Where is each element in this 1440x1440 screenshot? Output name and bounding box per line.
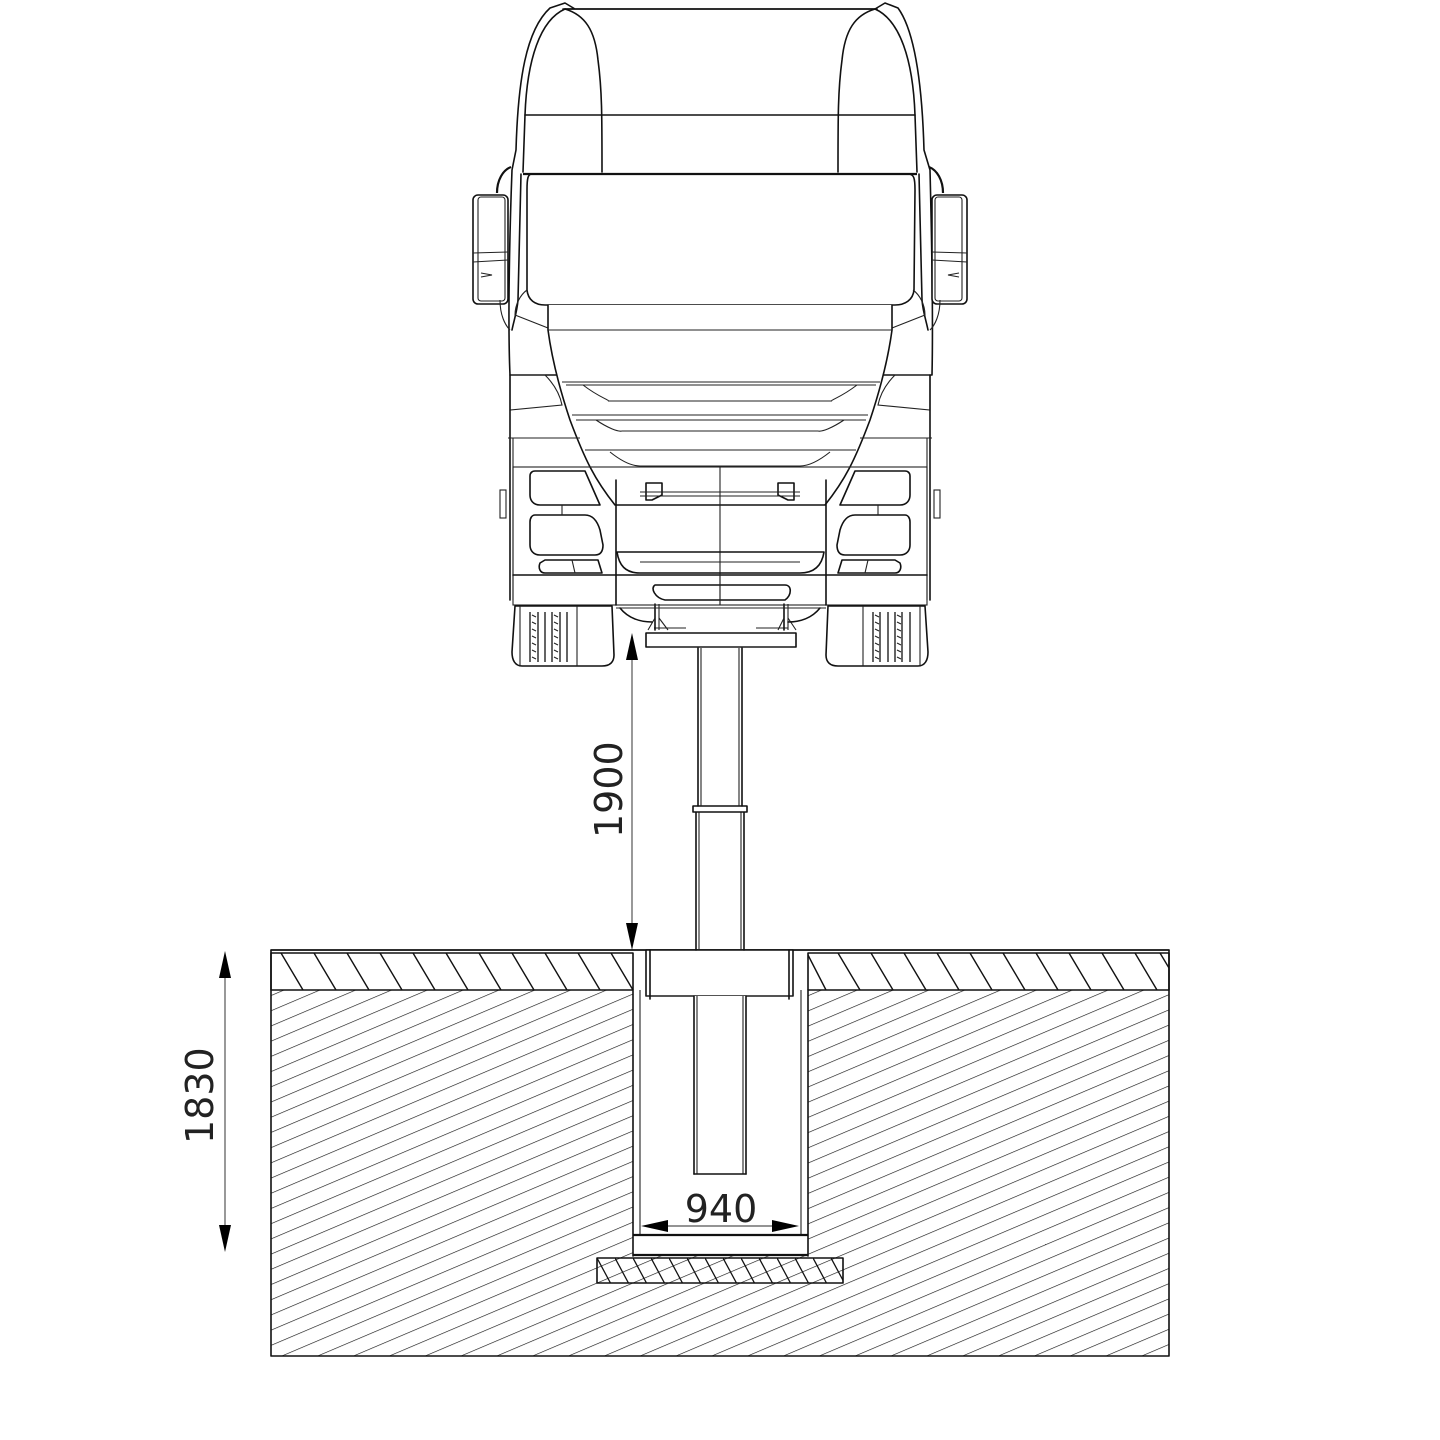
- floor-slab-left-hatch: [280, 952, 634, 991]
- dimension-pit-depth: 1830: [178, 951, 231, 1252]
- floor-slab-right-hatch: [807, 952, 1170, 991]
- pit-base-slab: [597, 1258, 843, 1283]
- dimension-label-1900: 1900: [587, 741, 631, 838]
- dimension-pit-width: 940: [641, 1187, 799, 1232]
- soil-left: [271, 990, 633, 1356]
- lift-saddle: [645, 632, 797, 648]
- headlights-right: [836, 470, 911, 574]
- dimension-label-940: 940: [685, 1187, 758, 1231]
- soil-right: [808, 990, 1169, 1356]
- truck-front-view: [472, 2, 968, 667]
- wheel-right: [825, 605, 929, 667]
- dimension-label-1830: 1830: [178, 1047, 222, 1144]
- headlights-left: [529, 470, 604, 574]
- wheel-left: [511, 605, 615, 667]
- grille: [562, 381, 880, 467]
- dimension-lift-height: 1900: [587, 633, 638, 950]
- windscreen: [526, 173, 916, 306]
- mirror-right: [928, 165, 968, 331]
- lift-column: [645, 603, 797, 1175]
- mirror-left: [472, 165, 512, 331]
- floor-slab-left: [271, 953, 633, 990]
- ground-section: [270, 949, 1170, 1357]
